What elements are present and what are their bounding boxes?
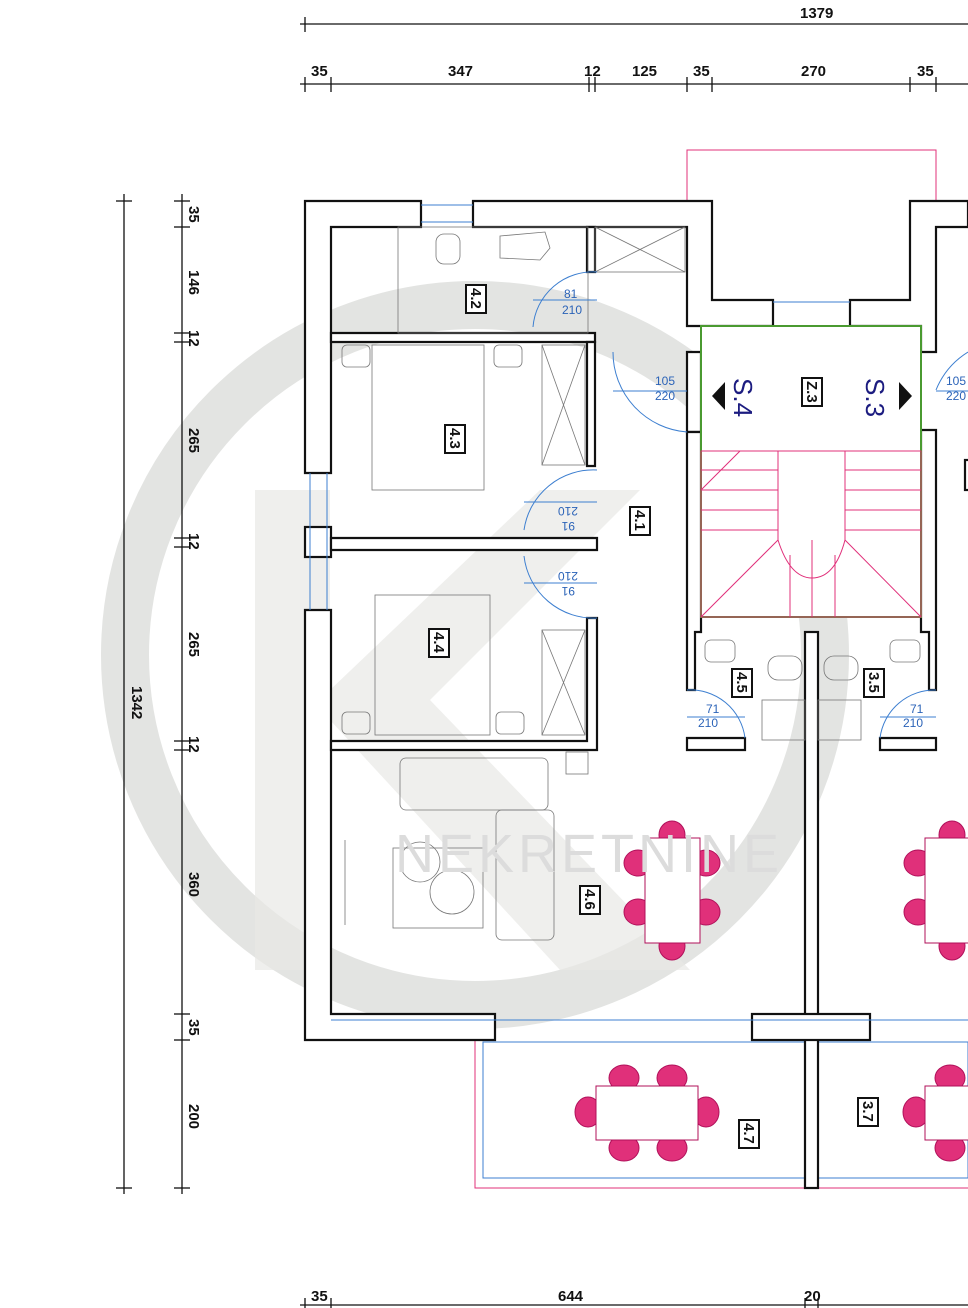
dim-bottom-0: 35	[311, 1288, 328, 1305]
door-width: 81	[564, 287, 578, 301]
dim-left-3: 265	[185, 428, 202, 453]
dining-table-icon	[623, 820, 721, 961]
dim-top-1: 347	[448, 63, 473, 80]
door-width: 91	[561, 584, 575, 598]
dim-left-8: 35	[185, 1019, 202, 1036]
door-height: 210	[698, 716, 718, 730]
dim-top-5: 270	[801, 63, 826, 80]
arrow-right-icon	[899, 382, 912, 410]
dim-top-total: 1379	[800, 5, 833, 22]
stair-label-s4: S.4	[728, 378, 758, 417]
rug-icon	[392, 847, 484, 929]
arrow-left-icon	[712, 382, 725, 410]
windows	[309, 204, 968, 1021]
door-height: 210	[903, 716, 923, 730]
dim-top-4: 35	[693, 63, 710, 80]
dining-table-icon	[903, 820, 968, 961]
room-label-4-6: 4.6	[581, 889, 598, 910]
bottom-dimensions: 35 644 20	[300, 1288, 968, 1308]
dim-bottom-1: 644	[558, 1288, 584, 1305]
room-label-z-3: Z.3	[803, 381, 820, 403]
door-height: 210	[558, 504, 578, 518]
bed-icon	[371, 344, 485, 491]
doors: 81 210 105 220 105 220 91 210 91 210 71 …	[523, 271, 968, 739]
door-width: 105	[655, 374, 675, 388]
door-height: 210	[562, 303, 582, 317]
walls	[303, 199, 968, 1190]
toilet-icon	[435, 233, 461, 265]
door-height: 220	[946, 389, 966, 403]
dim-left-1: 146	[185, 270, 202, 295]
door-height: 210	[558, 569, 578, 583]
room-label-4-1: 4.1	[631, 510, 648, 531]
pink-outlines	[474, 149, 968, 1189]
dim-top-6: 35	[917, 63, 934, 80]
room-label-3-5: 3.5	[865, 672, 882, 693]
dim-left-2: 12	[185, 330, 202, 347]
room-label-4-3: 4.3	[446, 428, 463, 449]
left-dimensions: 1342 35 146 12 265 12 265 12 360 35 200	[116, 194, 202, 1194]
dining-table-icon	[902, 1064, 968, 1162]
room-label-4-4: 4.4	[430, 632, 447, 654]
room-label-3-7: 3.7	[859, 1101, 876, 1122]
sofa-icon	[399, 757, 549, 811]
room-labels: 4.2 4.3 4.1 4.4 4.5 3.5 4.6 4.7 3.7 Z.3	[428, 284, 885, 1149]
furniture	[341, 226, 921, 941]
dim-left-5: 265	[185, 632, 202, 657]
dim-left-total: 1342	[128, 686, 145, 719]
dim-left-4: 12	[185, 533, 202, 550]
door-width: 71	[706, 702, 720, 716]
bed-icon	[374, 594, 491, 736]
dim-left-9: 200	[185, 1104, 202, 1129]
watermark-text: NEKRETNINE	[395, 824, 783, 884]
dining-table-icon	[574, 1064, 720, 1162]
dim-top-3: 125	[632, 63, 657, 80]
dining-tables	[574, 820, 968, 1162]
door-width: 91	[561, 519, 575, 533]
dim-left-0: 35	[185, 206, 202, 223]
dim-left-6: 12	[185, 736, 202, 753]
dim-left-7: 360	[185, 872, 202, 897]
door-width: 71	[910, 702, 924, 716]
dim-top-0: 35	[311, 63, 328, 80]
dim-top-2: 12	[584, 63, 601, 80]
room-label-4-5: 4.5	[733, 672, 750, 693]
stair-label-s3: S.3	[860, 378, 890, 417]
staircase: S.4 S.3	[700, 325, 922, 618]
room-label-4-7: 4.7	[740, 1123, 757, 1144]
door-width: 105	[946, 374, 966, 388]
sink-icon	[499, 231, 551, 261]
room-label-4-2: 4.2	[467, 288, 484, 309]
top-dimensions: 1379 35 347 12 125 35 270 35	[300, 5, 968, 92]
chimney-icon	[565, 751, 589, 775]
door-height: 220	[655, 389, 675, 403]
dim-bottom-2: 20	[804, 1288, 821, 1305]
